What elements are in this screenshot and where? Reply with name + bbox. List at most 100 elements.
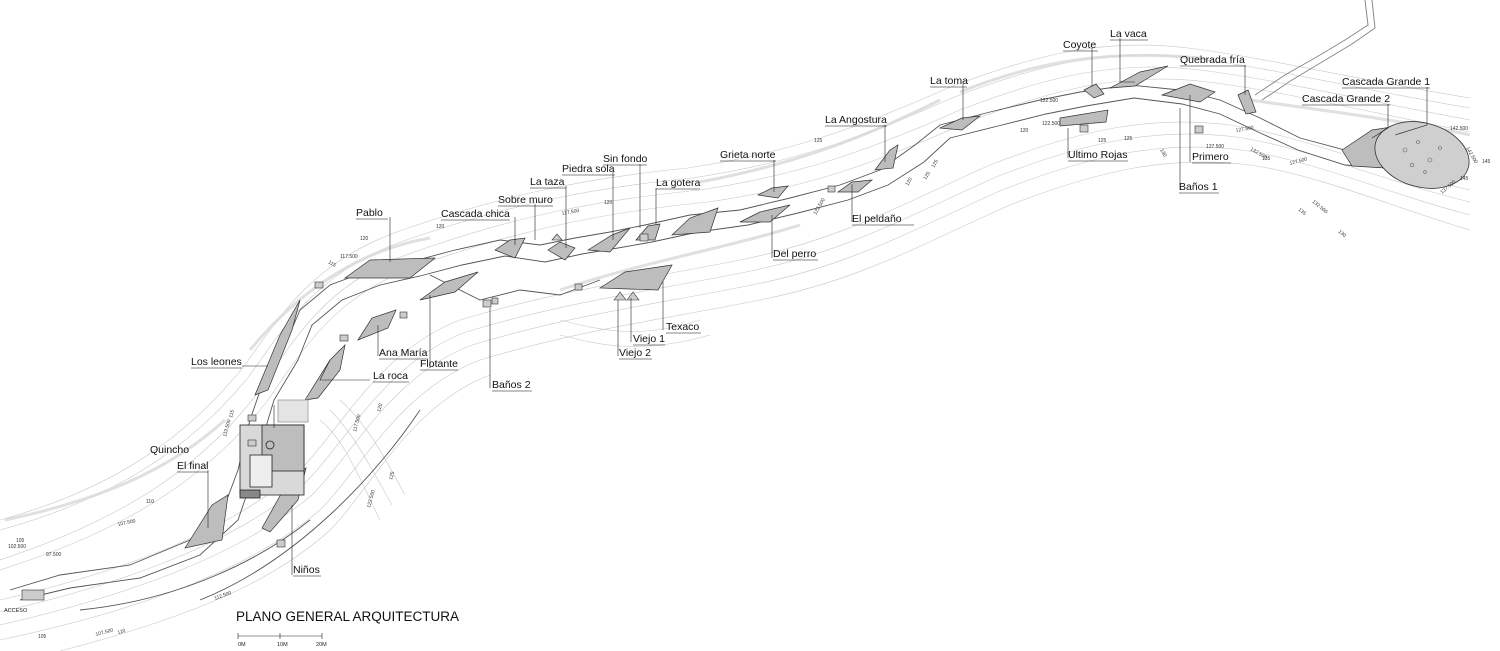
elevation-labels: 105 102.500 97.500 107.500 110 112.500 1… <box>8 98 1491 640</box>
elev-label: 130 <box>1337 229 1347 239</box>
valley-shading <box>4 53 1471 522</box>
elev-label: 132.500 <box>1311 199 1329 215</box>
platform-flotante <box>419 271 479 301</box>
elev-label: 105 <box>16 538 25 544</box>
deck-platforms <box>184 65 1399 549</box>
label-los-leones: Los leones <box>191 356 242 368</box>
label-pablo: Pablo <box>356 207 383 219</box>
platform-los-leones <box>254 299 301 396</box>
elev-label: 125 <box>931 159 940 169</box>
elev-label: 127.500 <box>1289 156 1308 167</box>
scale-tick-0: 0M <box>238 642 246 648</box>
label-el-peldano: El peldaño <box>852 213 902 225</box>
platform-el-final <box>184 494 229 549</box>
label-banos-1: Baños 1 <box>1179 181 1218 193</box>
label-la-toma: La toma <box>930 75 968 87</box>
label-primero: Primero <box>1192 151 1229 163</box>
elev-label: 117.500 <box>561 208 580 217</box>
elev-label: 110 <box>146 499 154 505</box>
elev-label: 120 <box>604 200 613 206</box>
label-piedra-sola: Piedra sola <box>562 163 615 175</box>
scale-bar <box>237 633 323 639</box>
elev-label: 145 <box>1482 159 1491 165</box>
elev-label: 120 <box>376 403 384 413</box>
elev-label: 125 <box>923 171 932 181</box>
platform-la-toma <box>938 115 982 131</box>
elev-label: 115 <box>327 260 337 269</box>
elev-label: 142.500 <box>1450 126 1468 132</box>
label-texaco: Texaco <box>666 321 699 333</box>
label-sin-fondo: Sin fondo <box>603 153 648 165</box>
platform-la-gotera <box>671 207 719 236</box>
elev-label: 117.500 <box>352 414 362 433</box>
elev-label: 122.500 <box>366 489 377 508</box>
elev-label: 125 <box>388 471 396 481</box>
platform-cascada-chica <box>494 237 526 259</box>
label-cascada-chica: Cascada chica <box>441 208 510 220</box>
label-underlines <box>177 39 1430 577</box>
label-banos-2: Baños 2 <box>492 379 531 391</box>
elev-label: 122.500 <box>1040 98 1058 104</box>
platform-ana-maria <box>357 309 397 341</box>
elev-label: 107.500 <box>117 518 136 528</box>
label-la-angostura: La Angostura <box>825 114 887 126</box>
elev-label: 120 <box>360 236 369 242</box>
label-del-perro: Del perro <box>773 248 816 260</box>
label-flotante: Flotante <box>420 358 458 370</box>
access-road <box>1254 0 1376 101</box>
elev-label: 110 <box>117 628 126 636</box>
platform-primero <box>1160 83 1216 103</box>
elev-label: 135 <box>1297 207 1307 217</box>
label-la-gotera: La gotera <box>656 177 701 189</box>
elev-label: 120 <box>1020 128 1029 134</box>
quincho-building <box>239 399 309 499</box>
place-labels: Cascada Grande 1 Cascada Grande 2 Quebra… <box>150 28 1430 576</box>
plan-title: PLANO GENERAL ARQUITECTURA <box>236 609 459 624</box>
platform-piedra-sola <box>586 227 631 253</box>
platform-la-roca <box>304 343 346 401</box>
label-viejo-2: Viejo 2 <box>619 347 651 359</box>
label-ana-maria: Ana María <box>379 347 428 359</box>
elev-label: 145 <box>1460 176 1469 182</box>
platform-quebrada-fria <box>1237 89 1257 115</box>
label-viejo-1: Viejo 1 <box>633 333 665 345</box>
label-coyote: Coyote <box>1063 39 1096 51</box>
elev-label: 137.500 <box>1206 144 1224 150</box>
elev-label: 125 <box>814 138 823 144</box>
leader-lines <box>207 38 1428 575</box>
elev-label: 117.500 <box>340 254 358 260</box>
scale-tick-20: 20M <box>316 642 327 648</box>
platform-grieta-norte <box>756 185 789 199</box>
platform-la-angostura <box>874 144 899 171</box>
label-grieta-norte: Grieta norte <box>720 149 776 161</box>
elev-label: 120 <box>905 177 914 187</box>
entrance-label: ACCESO <box>4 608 28 614</box>
label-el-final: El final <box>177 460 209 472</box>
platform-la-vaca <box>1109 65 1169 89</box>
elev-label: 122.500 <box>1042 121 1060 127</box>
platform-texaco <box>598 264 673 291</box>
platform-pablo <box>343 257 437 279</box>
label-ninos: Niños <box>293 564 320 576</box>
elev-label: 107.500 <box>95 627 114 638</box>
label-cascada-grande-2: Cascada Grande 2 <box>1302 93 1390 105</box>
elev-label: 97.500 <box>46 552 62 558</box>
elev-label: 102.500 <box>8 544 26 550</box>
elev-label: 105 <box>38 634 47 640</box>
elev-label: 125 <box>1124 136 1133 142</box>
label-sobre-muro: Sobre muro <box>498 194 553 206</box>
platform-del-perro <box>739 204 791 223</box>
cascada-grande-pool <box>1374 121 1470 189</box>
label-ultimo-rojas: Ultimo Rojas <box>1068 149 1128 161</box>
elev-label: 120 <box>436 224 445 230</box>
label-la-taza: La taza <box>530 176 565 188</box>
elev-label: 112.500 <box>222 419 232 438</box>
platform-la-taza <box>547 241 576 261</box>
label-la-roca: La roca <box>373 370 408 382</box>
small-structures <box>21 124 1204 601</box>
label-la-vaca: La vaca <box>1110 28 1147 40</box>
platform-ultimo-rojas <box>1059 109 1109 127</box>
scale-tick-10: 10M <box>277 642 288 648</box>
label-quincho: Quincho <box>150 444 189 456</box>
